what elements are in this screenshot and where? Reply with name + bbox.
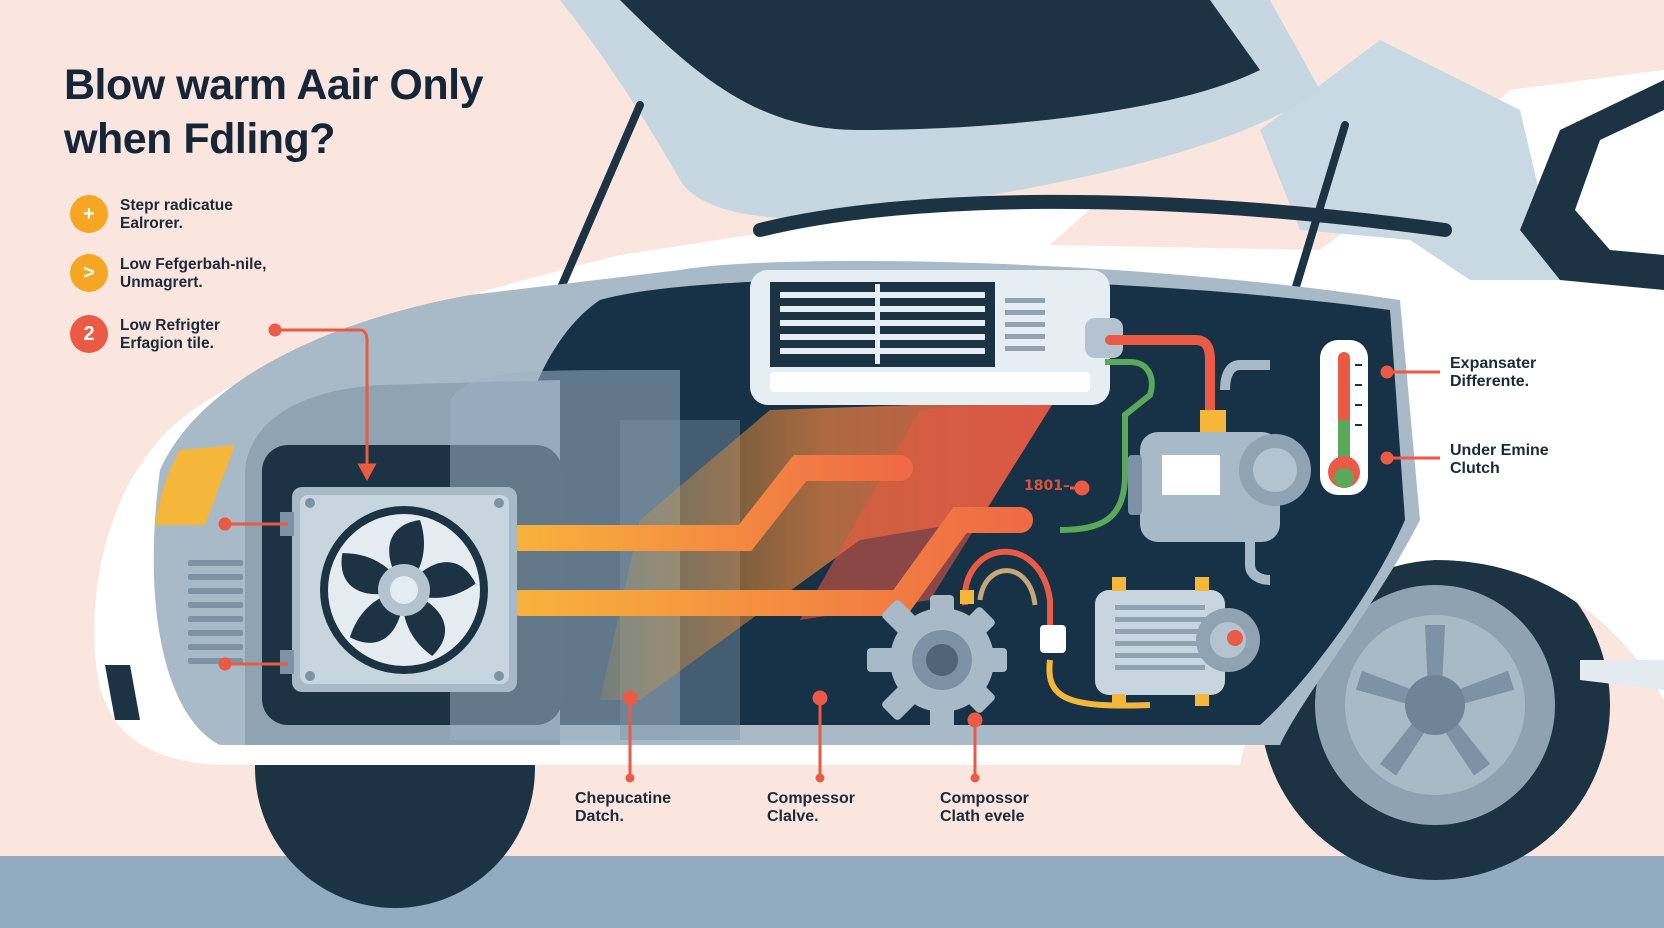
mirror [1575,110,1664,255]
front-grille [188,560,243,664]
callout-bottom-3-line-1: Compossor [940,790,1029,807]
callout-bottom-1-line-2: Datch. [575,808,624,825]
callout-leaders [218,323,1440,783]
callout-expansion-line-2: Differente. [1450,373,1530,390]
warm-air-flow-core [800,400,1055,620]
callout-clutch: Under Emine Clutch [1450,442,1549,478]
red-line [1105,335,1215,425]
headlight [155,445,235,525]
front-bumper-line [1580,660,1664,690]
compressor-icon [1128,410,1311,542]
legend-item-1-line-2: Ealrorer. [120,215,183,232]
hood-strut-right [1291,121,1349,294]
fog-light [105,665,140,720]
plus-badge-icon: + [70,195,108,233]
radiator-fan-icon [280,487,517,692]
legend-item-2: > Low Fefgerbah-nile, Unmagrert. [70,254,330,294]
callout-bottom-3-line-2: Clath evele [940,808,1025,825]
chevron-right-badge-icon: > [70,254,108,292]
legend-item-2-line-2: Unmagrert. [120,274,203,291]
callout-bottom-2: Compessor Clalve. [767,790,855,826]
callout-clutch-line-1: Under Emine [1450,442,1549,459]
air-vent-icon [750,270,1123,405]
number-badge-icon: 2 [70,315,108,353]
legend-item-3-line-1: Low Refrigter [120,317,220,334]
legend-item-2-line-1: Low Fefgerbah-nile, [120,256,267,273]
legend-item-1: + Stepr radicatue Ealrorer. [70,195,330,235]
low-side-line [1245,540,1271,585]
hood-underside [620,0,1260,130]
title-line-2: when Fdling? [64,115,336,163]
title-line-1: Blow warm Aair Only [64,61,484,109]
expansion-line [1220,360,1270,391]
callout-bottom-1: Chepucatine Datch. [575,790,671,826]
legend-item-3-line-2: Erfagion tile. [120,335,214,352]
gear-fitting [960,590,974,604]
legend-item-1-line-1: Stepr radicatue [120,197,233,214]
callout-expansion: Expansater Differente. [1450,355,1536,391]
legend-item-3: 2 Low Refrigter Erfagion tile. [70,315,330,355]
cowl [753,194,1452,237]
callout-expansion-line-1: Expansater [1450,355,1537,372]
gear-icon [867,595,1007,735]
callout-bottom-3: Compossor Clath evele [940,790,1029,826]
callout-bottom-2-line-1: Compessor [767,790,856,807]
yellow-hose [1046,659,1151,709]
lower-compressor-icon [1095,577,1260,706]
callout-bottom-2-line-2: Clalve. [767,808,819,825]
page-title: Blow warm Aair Only when Fdling? [64,58,584,166]
gauge-reading: 1801– [1024,478,1070,494]
hood-strut-left [556,101,644,294]
valve-fitting [1040,625,1066,653]
red-hose [961,548,1053,625]
callout-clutch-line-2: Clutch [1450,460,1500,477]
heat-pipes [507,455,1033,675]
callout-bottom-1-line-1: Chepucatine [575,790,672,807]
green-line [1059,359,1155,533]
tan-hose [977,568,1038,606]
thermometer-icon [1320,340,1368,495]
